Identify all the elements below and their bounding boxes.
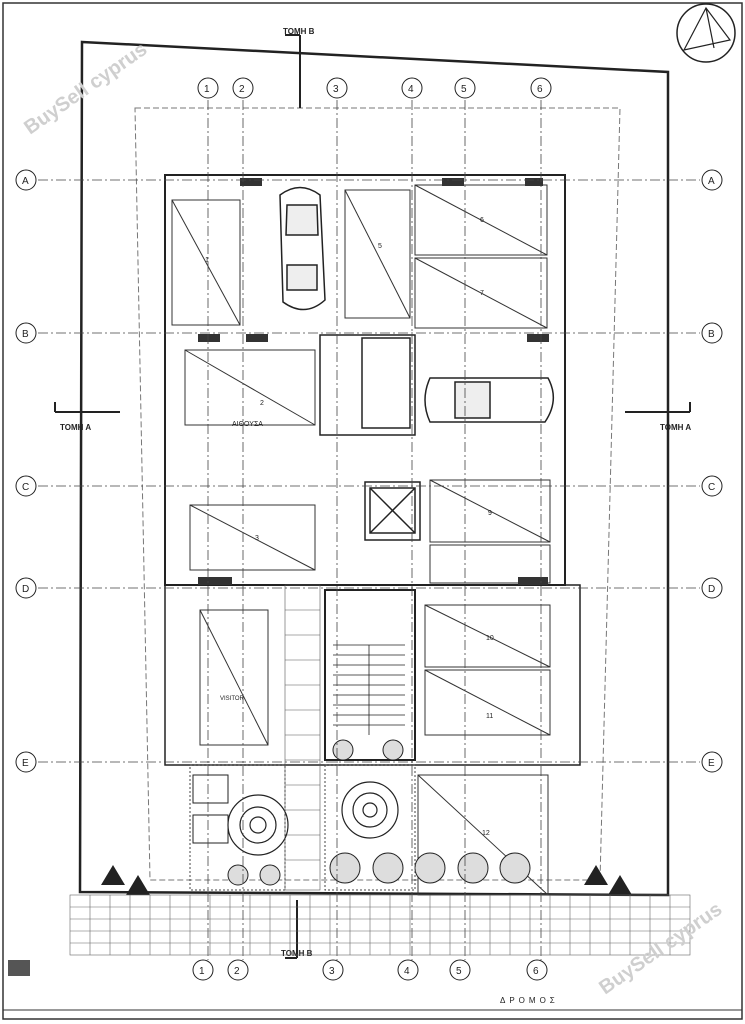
setback-line (134, 107, 621, 881)
garden-bed (189, 764, 286, 891)
tree-icon (227, 781, 399, 856)
lobby-label: ΑΙΘΟΥΣΑ (232, 421, 263, 428)
grid-label: B (22, 329, 29, 340)
grid-label: A (22, 176, 29, 187)
visitor-label: VISITOR (220, 696, 245, 702)
building-core (319, 334, 421, 761)
grid-label: 6 (533, 966, 539, 977)
section-cut-right: ΤΟΜΗ Α (625, 402, 691, 432)
spot-number: 1 (205, 257, 209, 264)
grid-label: 3 (329, 966, 335, 977)
bench (192, 774, 229, 844)
grid-column-markers-bottom: 1 2 3 4 5 6 (192, 959, 548, 981)
spot-number: 3 (255, 535, 259, 542)
section-cut-top: ΤΟΜΗ Β (283, 27, 315, 108)
section-label: ΤΟΜΗ Α (60, 423, 91, 432)
building-lower-outline (164, 584, 581, 766)
garden-bed (324, 764, 416, 891)
grid-label: E (708, 758, 715, 769)
company-logo (8, 960, 30, 976)
grid-label: C (708, 482, 715, 493)
grid-label: 2 (239, 84, 245, 95)
spot-number: 2 (260, 400, 264, 407)
arrow-icon (101, 865, 632, 895)
grid-label: 1 (204, 84, 210, 95)
structural-columns (198, 178, 549, 585)
spot-number: 7 (480, 290, 484, 297)
spot-number: 12 (482, 830, 490, 837)
grid-label: 3 (333, 84, 339, 95)
shrub-icon (227, 739, 531, 886)
grid-label: 5 (456, 966, 462, 977)
spot-number: 5 (378, 243, 382, 250)
walkway (284, 584, 321, 891)
grid-label: 4 (404, 966, 410, 977)
car-icon (279, 186, 326, 311)
section-label: ΤΟΜΗ Β (281, 949, 313, 958)
grid-lines (38, 100, 700, 960)
grid-label: 1 (199, 966, 205, 977)
north-arrow-icon (676, 3, 736, 63)
spot-number: 11 (486, 713, 493, 720)
grid-label: 2 (234, 966, 240, 977)
grid-row-markers-left: A B C D E (15, 169, 37, 773)
section-label: ΤΟΜΗ Α (660, 423, 691, 432)
section-label: ΤΟΜΗ Β (283, 27, 315, 36)
spot-number: 9 (488, 510, 492, 517)
grid-label: B (708, 329, 715, 340)
grid-label: A (708, 176, 715, 187)
grid-label: C (22, 482, 29, 493)
spot-number: 6 (480, 217, 484, 224)
spot-number: 10 (486, 635, 494, 642)
section-cut-bottom: ΤΟΜΗ Β (281, 900, 313, 959)
grid-label: D (708, 584, 715, 595)
grid-label: 5 (461, 84, 467, 95)
grid-label: E (22, 758, 29, 769)
grid-label: 4 (408, 84, 414, 95)
street-label: ΔΡΟΜΟΣ (500, 996, 559, 1005)
grid-column-markers-top: 1 2 3 4 5 6 (197, 77, 552, 99)
grid-row-markers-right: A B C D E (701, 169, 723, 773)
grid-label: 6 (537, 84, 543, 95)
parking-spaces (171, 184, 551, 896)
section-cut-left: ΤΟΜΗ Α (54, 402, 120, 432)
grid-label: D (22, 584, 29, 595)
car-icon (424, 377, 554, 423)
sidewalk-paving (69, 894, 691, 956)
